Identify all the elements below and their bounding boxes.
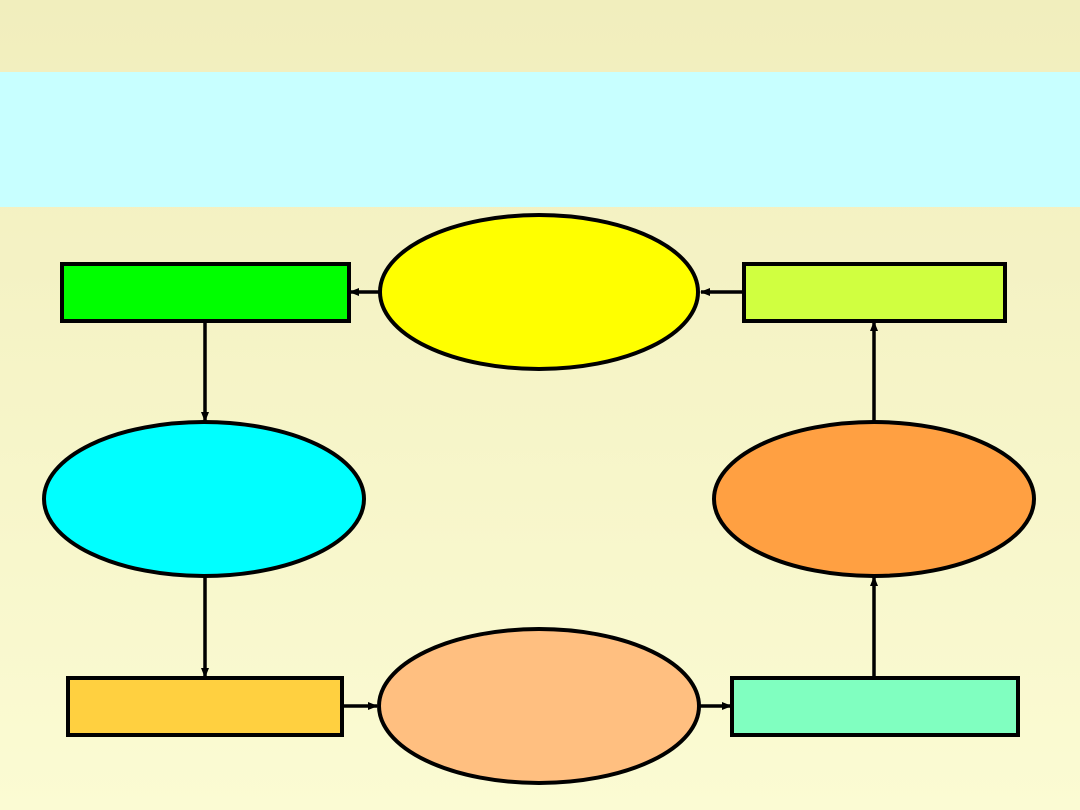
mint-box xyxy=(730,676,1020,737)
yellow-ellipse xyxy=(378,213,700,371)
title-band xyxy=(0,72,1080,207)
cyan-ellipse xyxy=(42,420,366,578)
green-box xyxy=(60,262,351,323)
lime-box xyxy=(742,262,1007,323)
gold-box xyxy=(66,676,344,737)
peach-ellipse xyxy=(377,627,701,785)
orange-ellipse xyxy=(712,420,1036,578)
